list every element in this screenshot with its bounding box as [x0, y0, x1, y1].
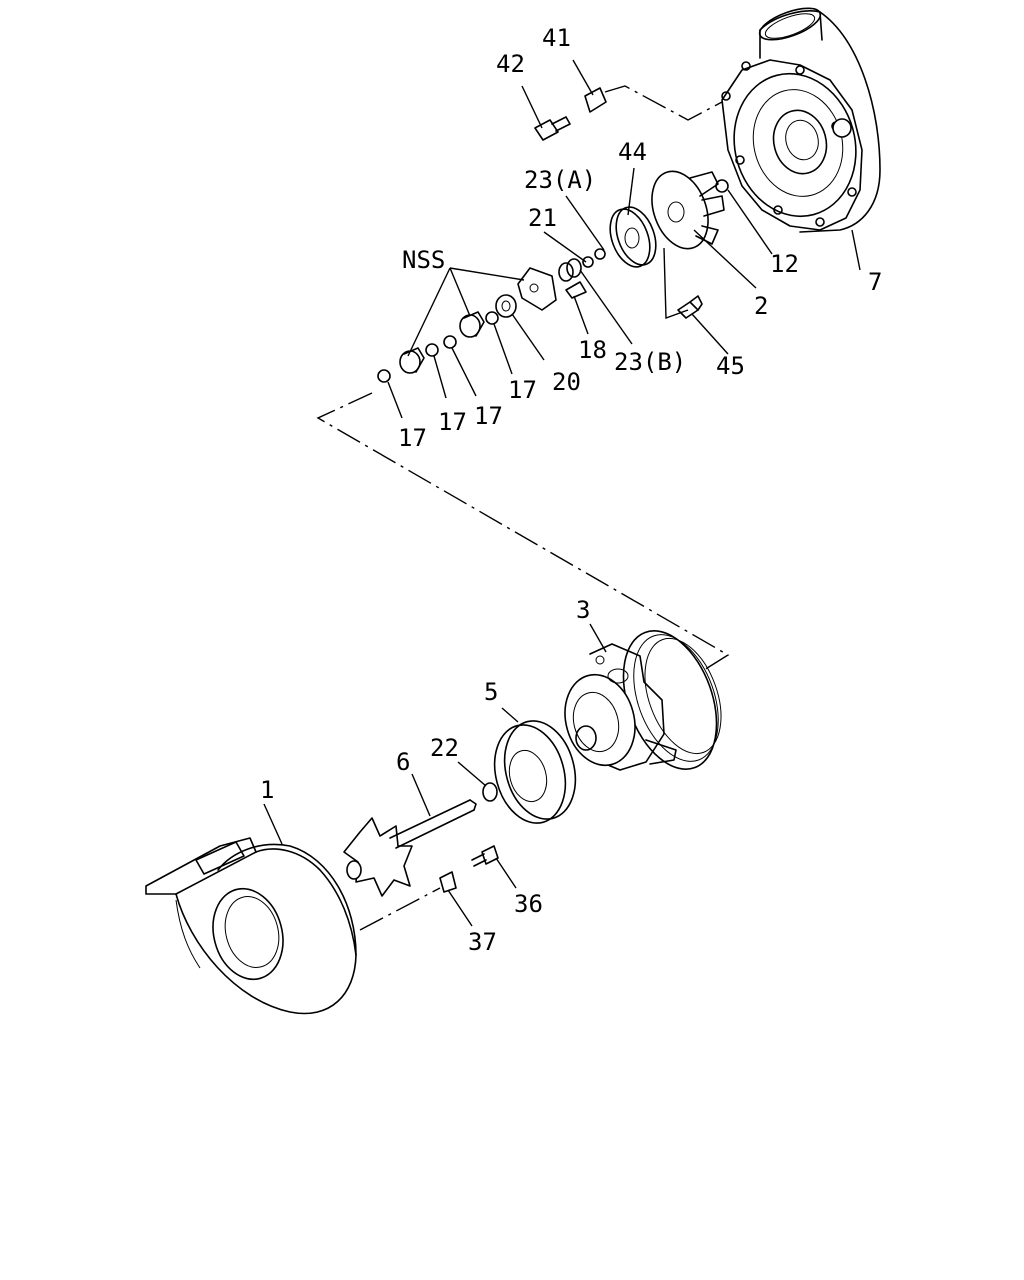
- callout-23b: 23(B): [614, 348, 686, 376]
- seal-ring-22: [482, 782, 498, 802]
- callout-18: 18: [578, 336, 607, 364]
- snap-ring-17-b: [443, 335, 457, 349]
- snap-ring-17-a: [485, 311, 499, 325]
- callout-44: 44: [618, 138, 647, 166]
- callout-5: 5: [484, 678, 498, 706]
- lock-plate-41: [584, 87, 607, 113]
- assembly-line-shaft-group: [316, 392, 730, 671]
- bearing-sleeve-lower: [399, 347, 425, 374]
- callout-17-c: 17: [438, 408, 467, 436]
- leader-lines: [263, 59, 861, 927]
- callout-12: 12: [770, 250, 799, 278]
- callout-22: 22: [430, 734, 459, 762]
- callout-23a: 23(A): [524, 166, 596, 194]
- snap-ring-17-d: [377, 369, 391, 383]
- callout-37: 37: [468, 928, 497, 956]
- callout-3: 3: [576, 596, 590, 624]
- callout-45: 45: [716, 352, 745, 380]
- nut-12: [715, 179, 729, 193]
- callout-nss: NSS: [402, 246, 445, 274]
- bearing-sleeve-upper: [459, 311, 485, 338]
- callout-2: 2: [754, 292, 768, 320]
- callout-21: 21: [528, 204, 557, 232]
- assembly-line-compressor: [604, 85, 723, 121]
- screw-45: [677, 295, 703, 319]
- assembly-line-turbine: [359, 887, 441, 931]
- bearing-housing: [564, 630, 722, 771]
- turbine-housing: [145, 837, 357, 1015]
- bolt-36: [471, 845, 499, 867]
- callout-17-b: 17: [474, 402, 503, 430]
- callout-36: 36: [514, 890, 543, 918]
- ring-23a: [594, 248, 606, 260]
- callout-20: 20: [552, 368, 581, 396]
- callout-1: 1: [260, 776, 274, 804]
- callout-41: 41: [542, 24, 571, 52]
- callout-17-a: 17: [508, 376, 537, 404]
- bolt-42: [534, 116, 571, 141]
- compressor-wheel: [651, 170, 725, 250]
- callout-7: 7: [868, 268, 882, 296]
- ring-23b: [582, 256, 594, 268]
- thrust-collar-21: [558, 258, 582, 282]
- compressor-housing: [721, 7, 881, 233]
- thrust-bearing-18: [517, 267, 587, 311]
- oil-deflector-20: [495, 294, 517, 318]
- thrust-plate-44: [609, 206, 657, 268]
- lock-plate-37: [439, 871, 457, 893]
- turbine-wheel-shaft: [343, 799, 477, 897]
- callout-17-d: 17: [398, 424, 427, 452]
- snap-ring-17-c: [425, 343, 439, 357]
- callout-6: 6: [396, 748, 410, 776]
- heat-shield-5: [493, 720, 577, 824]
- callout-42: 42: [496, 50, 525, 78]
